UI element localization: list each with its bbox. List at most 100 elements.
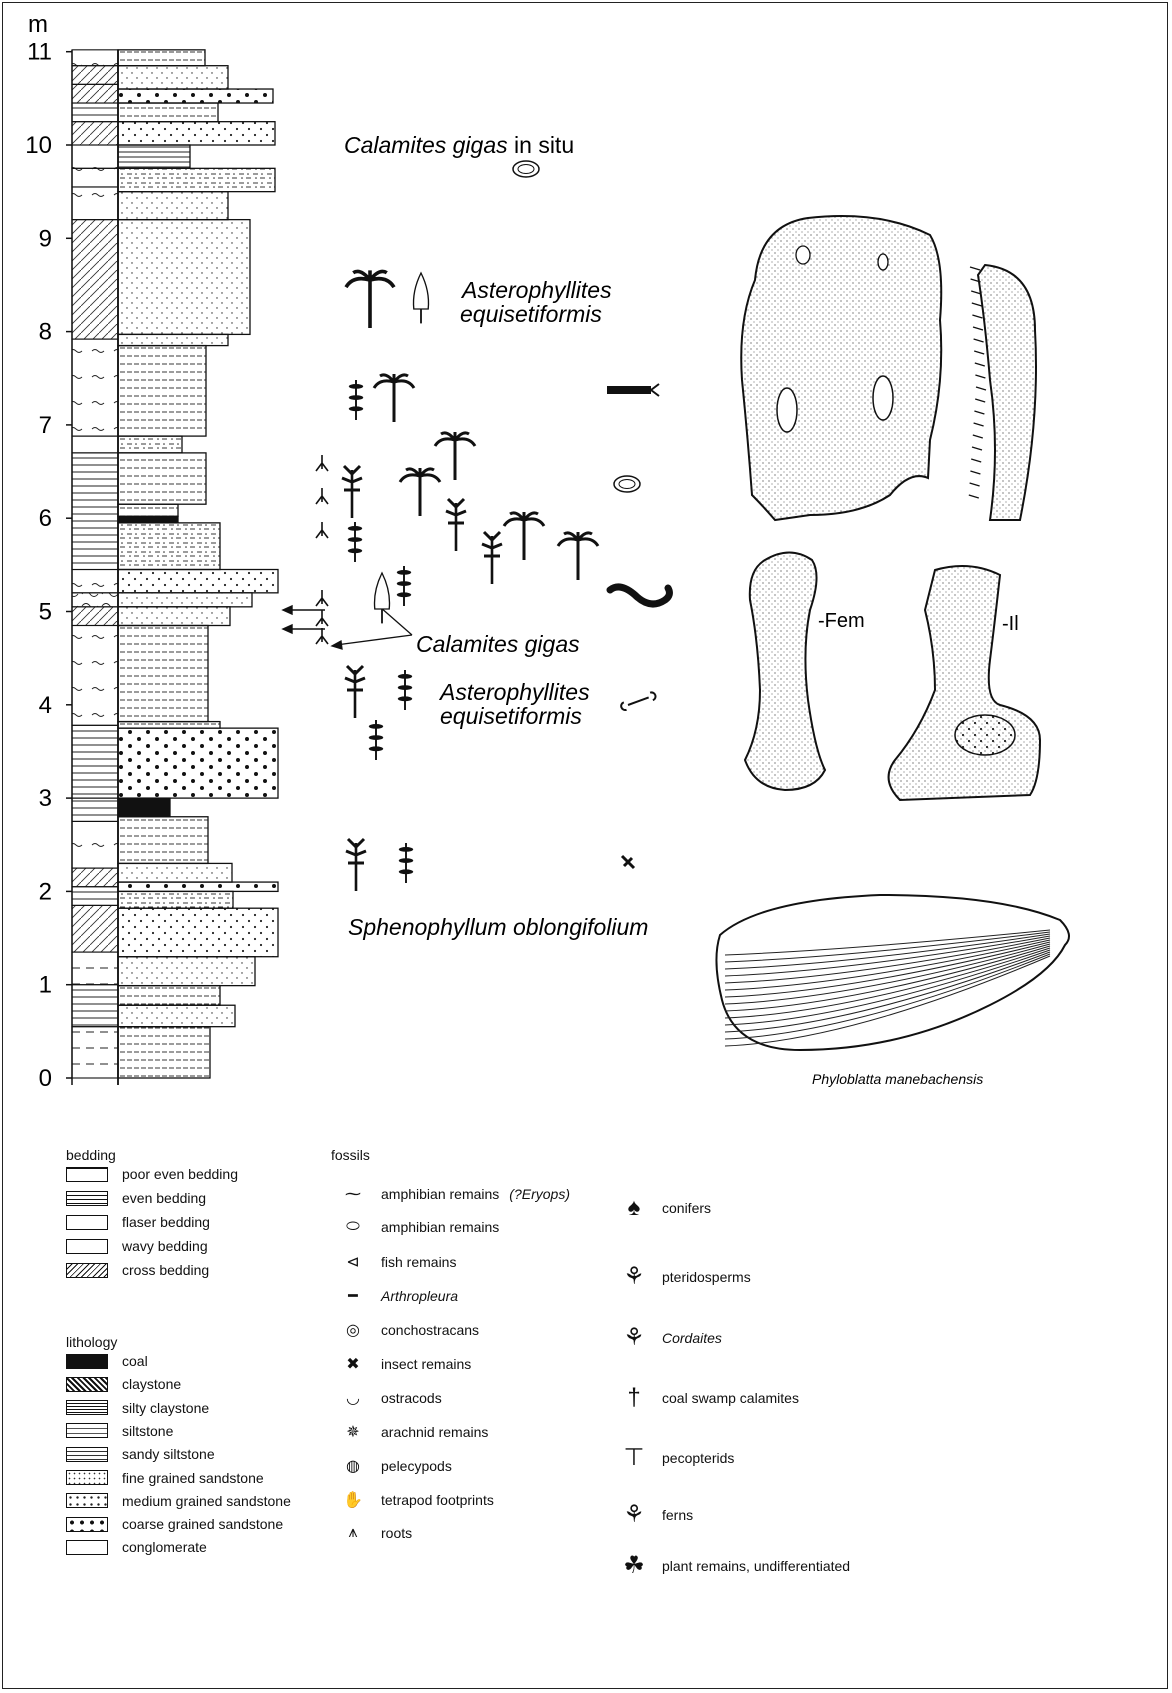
- legend-item: ━Arthropleura: [331, 1286, 458, 1306]
- lithology-layer: [118, 50, 205, 66]
- calamites-icon: [369, 720, 383, 760]
- lithology-layer: [118, 593, 252, 607]
- lithology-layer: [118, 89, 273, 103]
- arthropleura-icon: ━: [331, 1286, 375, 1306]
- bedding-layer: [72, 220, 118, 339]
- legend-item: ⊤pecopterids: [612, 1443, 734, 1472]
- coarse-sandstone-swatch: [66, 1517, 108, 1532]
- legend-item-label: conglomerate: [122, 1539, 207, 1555]
- cordaites-icon: [482, 532, 502, 584]
- legend-item: ◡ ostracods: [331, 1388, 442, 1408]
- legend-item-label: plant remains, undifferentiated: [662, 1558, 850, 1574]
- calamites-in-situ-label: Calamites gigas in situ: [344, 132, 574, 158]
- legend-item-label: fish remains: [381, 1254, 456, 1270]
- lithology-layer: [118, 103, 218, 122]
- roots-icon: [316, 488, 328, 504]
- cordaites-icon: [342, 466, 362, 518]
- conglomerate-swatch: [66, 1540, 108, 1555]
- legend-item: sandy siltstone: [66, 1446, 215, 1462]
- sandy-siltstone-swatch: [66, 1447, 108, 1462]
- bedding-layer: [72, 50, 118, 66]
- bone-icon: ⬭: [331, 1218, 375, 1236]
- calamites-icon: [349, 380, 363, 420]
- lithology-layer: [118, 220, 250, 335]
- legend-lithology-title: lithology: [66, 1334, 117, 1350]
- ostracod-icon: ◡: [331, 1388, 375, 1408]
- wavy-bedding-swatch: [66, 1239, 108, 1254]
- legend-item-label: insect remains: [381, 1356, 471, 1372]
- footprint-icon: ✋: [331, 1490, 375, 1510]
- lithology-layer: [118, 863, 232, 882]
- legend-item-label: flaser bedding: [122, 1214, 210, 1230]
- asterophyllites-upper-line1: Asterophyllites: [460, 277, 612, 303]
- lithology-layer: [118, 66, 228, 89]
- plant-remains-icon: ☘: [612, 1551, 656, 1580]
- legend-item: ✵arachnid remains: [331, 1422, 488, 1442]
- pelecypod-icon: [513, 161, 539, 177]
- asterophyllites-lower-line2: equisetiformis: [440, 703, 582, 729]
- bedding-layer: [72, 570, 118, 593]
- legend-item: conglomerate: [66, 1539, 207, 1555]
- legend-item-label: sandy siltstone: [122, 1446, 215, 1462]
- fish-icon: ⊲: [331, 1252, 375, 1272]
- legend-item-label: amphibian remains: [381, 1186, 499, 1202]
- lithology-layer: [118, 145, 190, 168]
- bedding-layer: [72, 798, 118, 821]
- bedding-layer: [72, 168, 118, 187]
- legend-item: ⚘pteridosperms: [612, 1262, 751, 1291]
- calamites-icon: [348, 522, 362, 562]
- lithology-layer: [118, 516, 178, 523]
- lithology-layer: [118, 504, 178, 516]
- lithology-layer: [118, 607, 230, 626]
- roots-icon: [316, 590, 328, 606]
- legend-item-label: tetrapod footprints: [381, 1492, 494, 1508]
- depth-tick-label: 11: [27, 39, 52, 66]
- legend-item: ◎conchostracans: [331, 1320, 479, 1340]
- bedding-layer: [72, 103, 118, 122]
- legend-item-label: coal swamp calamites: [662, 1390, 799, 1406]
- cordaites-icon: [446, 499, 466, 551]
- bedding-layer: [72, 593, 118, 607]
- lithology-layer: [118, 728, 278, 798]
- roots-icon: [316, 628, 328, 644]
- legend-item-label: poor even bedding: [122, 1166, 238, 1182]
- legend-item-label: even bedding: [122, 1190, 206, 1206]
- bedding-layer: [72, 868, 118, 887]
- legend-item-label: pelecypods: [381, 1458, 452, 1474]
- pecopterid-icon: [374, 374, 414, 422]
- legend-item: fine grained sandstone: [66, 1470, 264, 1486]
- bedding-layer: [72, 625, 118, 725]
- calamites-icon: †: [612, 1384, 656, 1412]
- arthropleura-icon: [607, 384, 659, 396]
- legend-item: ✋ tetrapod footprints: [331, 1490, 494, 1510]
- legend-item: wavy bedding: [66, 1238, 208, 1254]
- cordaites-icon: [345, 666, 365, 718]
- legend-item: ♠conifers: [612, 1194, 711, 1222]
- claystone-swatch: [66, 1377, 108, 1392]
- legend-item: ⚘Cordaites: [612, 1323, 722, 1352]
- flaser-bedding-swatch: [66, 1215, 108, 1230]
- calamites-icon: [397, 566, 411, 606]
- legend-item-label: ostracods: [381, 1390, 442, 1406]
- legend-item-label: silty claystone: [122, 1400, 209, 1416]
- amphibian-icon: [610, 587, 669, 604]
- legend-item-suffix: (?Eryops): [509, 1186, 570, 1202]
- legend-item-label: claystone: [122, 1376, 181, 1392]
- depth-tick-label: 6: [39, 505, 52, 532]
- legend-item-label: medium grained sandstone: [122, 1493, 291, 1509]
- roots-icon: [316, 455, 328, 471]
- legend-item: ⩚roots: [331, 1524, 412, 1542]
- pelecypod-icon: ◍: [331, 1456, 375, 1476]
- legend-item: poor even bedding: [66, 1166, 238, 1182]
- legend-item-label: cross bedding: [122, 1262, 209, 1278]
- lithology-layer: [118, 891, 233, 908]
- horizon-arrows: [283, 606, 325, 633]
- legend-item-label: conchostracans: [381, 1322, 479, 1338]
- bedding-layer: [72, 436, 118, 453]
- legend-item: silty claystone: [66, 1400, 209, 1416]
- silty-claystone-swatch: [66, 1400, 108, 1415]
- bedding-layer: [72, 453, 118, 570]
- asterophyllites-upper-line2: equisetiformis: [460, 301, 602, 327]
- legend-item-label: coal: [122, 1353, 148, 1369]
